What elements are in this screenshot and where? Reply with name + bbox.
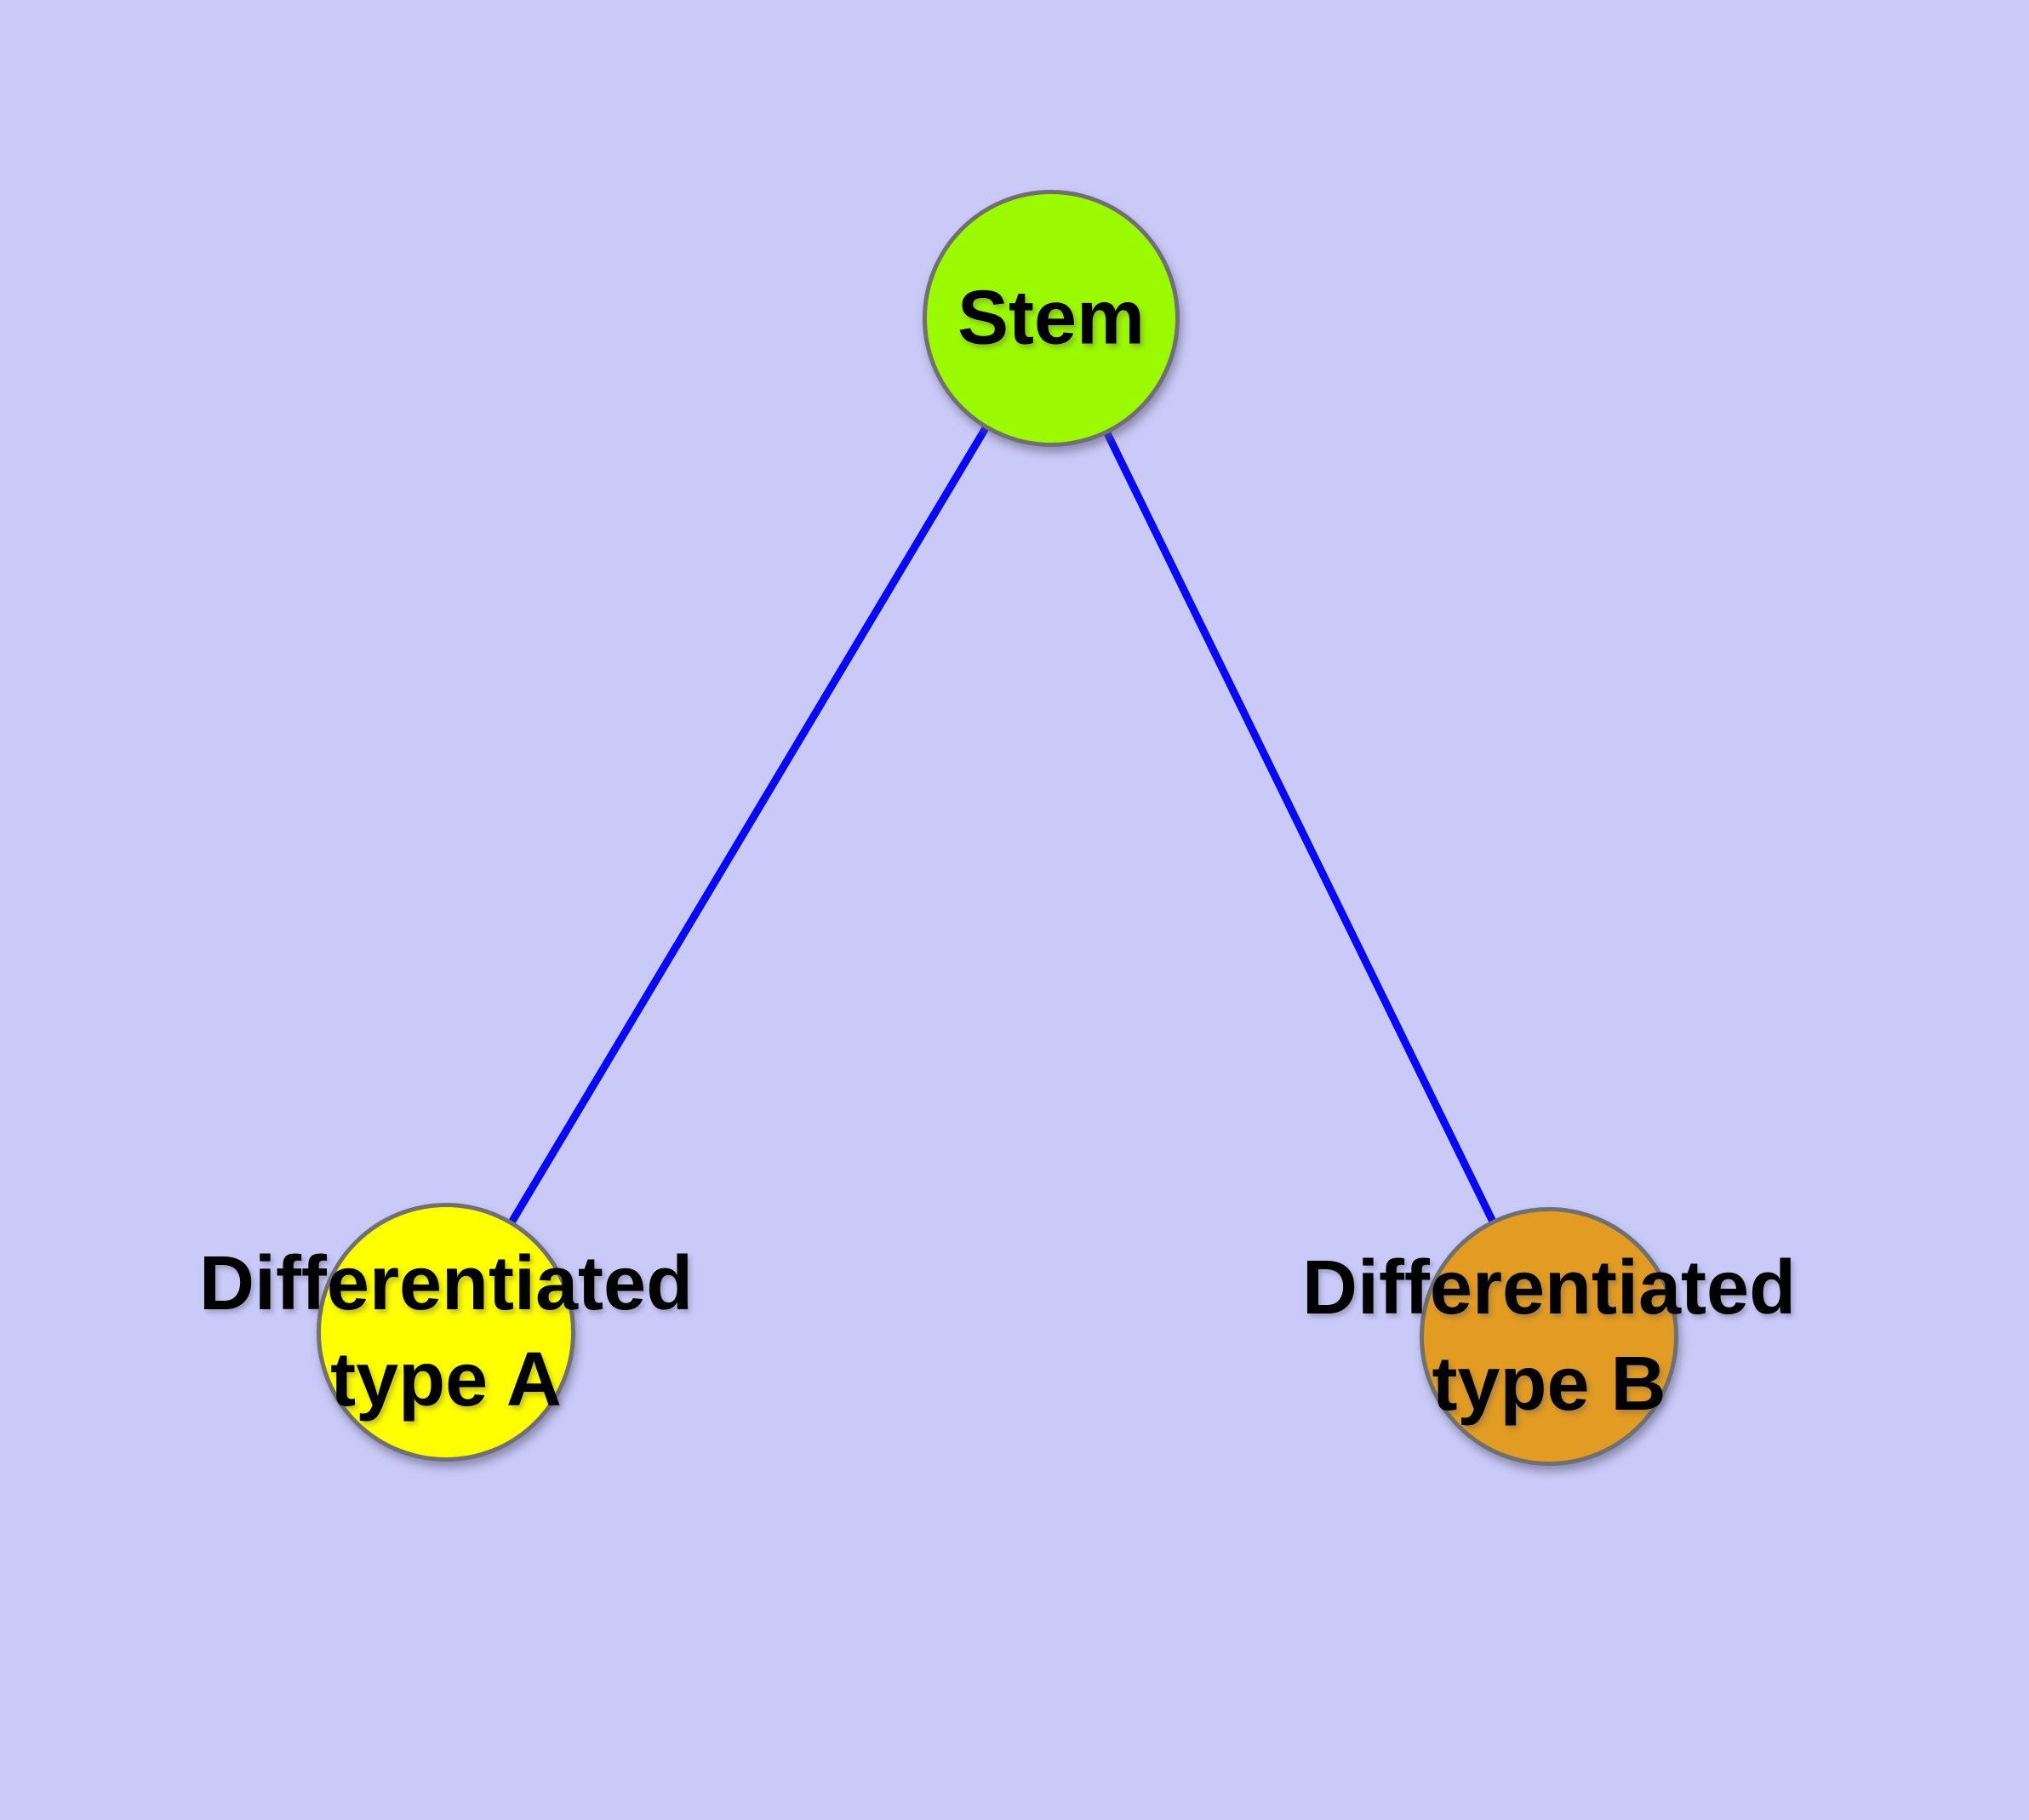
node-label-differentiated-type-b: Differentiated type B bbox=[1302, 1240, 1796, 1433]
node-label-stem: Stem bbox=[957, 271, 1145, 367]
edge-stem-to-differentiated-type-a bbox=[443, 316, 1055, 1335]
node-label-line: Differentiated bbox=[198, 1241, 694, 1326]
node-differentiated-type-a bbox=[317, 1203, 575, 1462]
node-label-line: type B bbox=[1432, 1342, 1666, 1427]
node-stem bbox=[923, 190, 1180, 447]
edge-stem-to-differentiated-type-b bbox=[1047, 317, 1553, 1338]
node-differentiated-type-b bbox=[1420, 1207, 1678, 1466]
node-label-line: type A bbox=[330, 1337, 562, 1422]
node-label-differentiated-type-a: Differentiated type A bbox=[199, 1236, 693, 1428]
node-label-line: Stem bbox=[957, 275, 1146, 361]
node-label-line: Differentiated bbox=[1301, 1245, 1797, 1331]
